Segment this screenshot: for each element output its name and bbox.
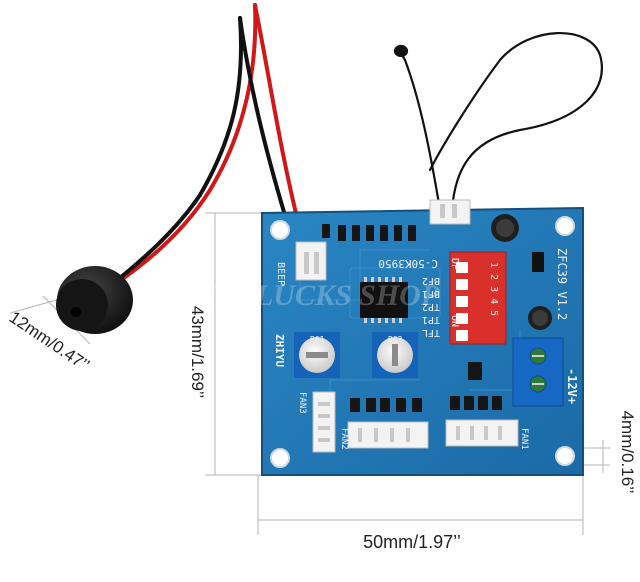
potentiometer-r02[interactable]: [372, 332, 418, 378]
smd-components-bottom: [350, 362, 502, 412]
hole-dimension-label: 4mm/0.16’’: [618, 411, 637, 494]
buzzer: [56, 266, 133, 334]
smd-components-top: [322, 224, 416, 241]
dip-switch[interactable]: [449, 251, 507, 345]
beep-label: BEEP: [275, 262, 286, 286]
jumper-label: BF2: [422, 275, 440, 286]
beep-connector: [295, 241, 327, 281]
fan3-label: FAN3: [297, 392, 307, 414]
potentiometer-r01[interactable]: [294, 332, 340, 378]
probe-connector: [429, 199, 471, 225]
jumper-labels: BF2 BF1 TP2 TP1 TFL: [422, 275, 440, 338]
jumper-label: TFL: [422, 327, 440, 338]
pcb-board: BEEP: [261, 199, 584, 476]
mounting-hole-icon: [270, 448, 290, 468]
fan1-connector: [445, 419, 519, 447]
power-terminal: [512, 337, 564, 407]
pot-label-r01: R01: [310, 335, 325, 344]
mounting-hole-icon: [270, 220, 290, 240]
fan2-connector: [347, 421, 429, 449]
controller-chip: [360, 277, 408, 323]
height-dimension-label: 43mm/1.69’’: [188, 306, 207, 398]
dip-top-label: DP: [449, 258, 460, 270]
mounting-hole-icon: [555, 216, 575, 236]
chip-label: C-50K3950: [378, 257, 438, 270]
capacitor-right: [528, 306, 552, 330]
capacitor-top: [491, 214, 519, 242]
jumper-label: BF1: [422, 288, 440, 299]
transistor: [532, 252, 544, 272]
mounting-hole-icon: [555, 446, 575, 466]
fan3-connector: [312, 391, 336, 453]
dip-on-label: ON: [449, 315, 460, 327]
dip-numbers-label: 1 2 3 4 5: [488, 262, 499, 316]
pot-label-r02: R02: [388, 335, 403, 344]
brand-label: ZHIYU: [273, 334, 286, 367]
jumper-label: TP1: [422, 314, 440, 325]
width-dimension-label: 50mm/1.97’’: [363, 532, 461, 552]
dimension-lines: [9, 212, 610, 535]
jumper-label: TP2: [422, 301, 440, 312]
fan1-label: FAN1: [519, 428, 529, 450]
model-label: ZFC39 V1.2: [555, 248, 569, 320]
power-label: -12V+: [565, 368, 579, 404]
fan2-label: FAN2: [339, 428, 349, 450]
temperature-probe: [393, 32, 603, 212]
watermark: GOOD LUCKS SHOP: [161, 279, 440, 312]
